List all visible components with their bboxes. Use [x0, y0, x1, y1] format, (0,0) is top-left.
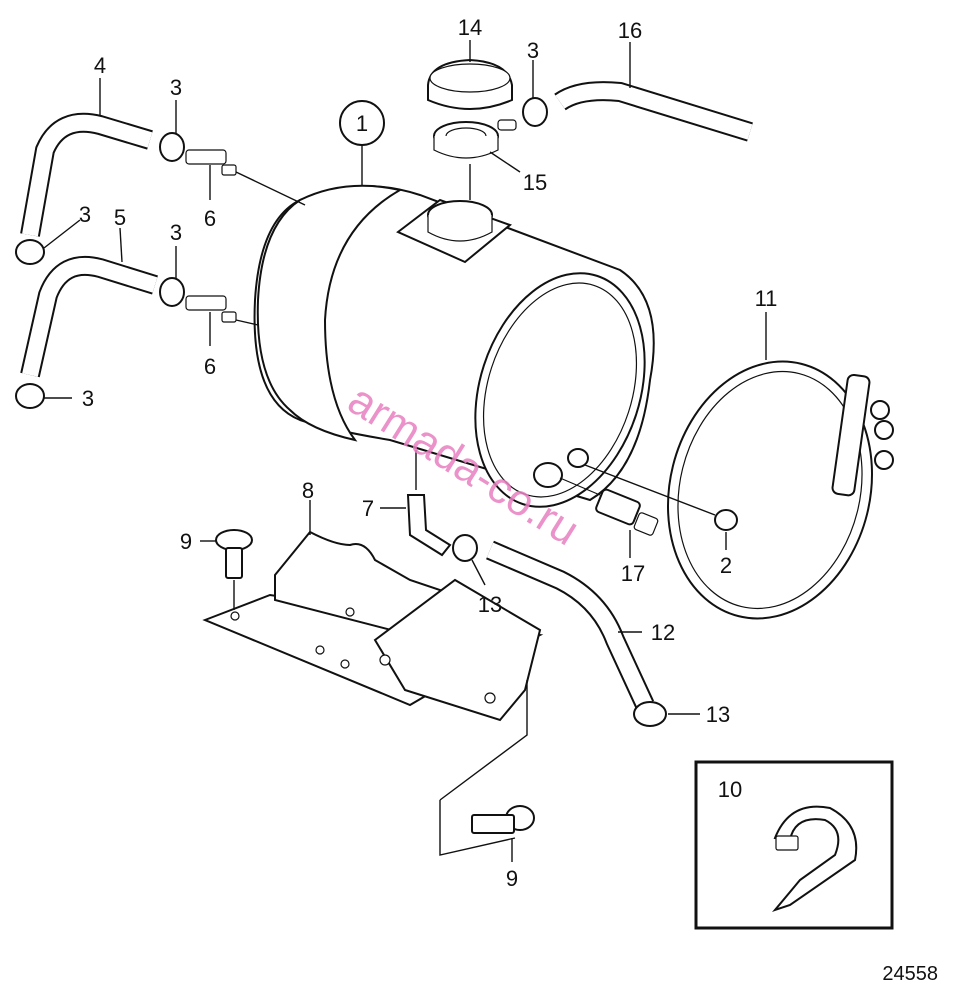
clamp-3-top: [522, 97, 548, 127]
label-9-b: 9: [506, 866, 518, 891]
label-5: 5: [114, 205, 126, 230]
label-13-b: 13: [706, 702, 730, 727]
label-2: 2: [720, 553, 732, 578]
tank: [253, 184, 655, 508]
label-1: 1: [356, 111, 368, 136]
label-3-a: 3: [170, 75, 182, 100]
label-13-a: 13: [478, 592, 502, 617]
label-17: 17: [621, 561, 645, 586]
label-7: 7: [362, 496, 374, 521]
label-3-d: 3: [82, 386, 94, 411]
label-16: 16: [618, 18, 642, 43]
bracket-8: [202, 530, 544, 722]
label-10: 10: [718, 777, 742, 802]
label-12: 12: [651, 620, 675, 645]
label-8: 8: [302, 478, 314, 503]
strap-11: [667, 360, 894, 620]
bolt-9-lower: [471, 805, 535, 834]
bolt-9-upper: [215, 529, 253, 579]
label-3-e: 3: [527, 38, 539, 63]
label-3-c: 3: [170, 220, 182, 245]
label-9-a: 9: [180, 529, 192, 554]
seal-15: [433, 121, 499, 159]
label-6-b: 6: [204, 354, 216, 379]
cap-14: [427, 58, 513, 110]
label-6-a: 6: [204, 206, 216, 231]
label-15: 15: [523, 170, 547, 195]
label-3-b: 3: [79, 202, 91, 227]
label-14: 14: [458, 15, 482, 40]
figure-reference: 24558: [882, 963, 938, 985]
label-4: 4: [94, 53, 106, 78]
label-11: 11: [755, 286, 778, 311]
